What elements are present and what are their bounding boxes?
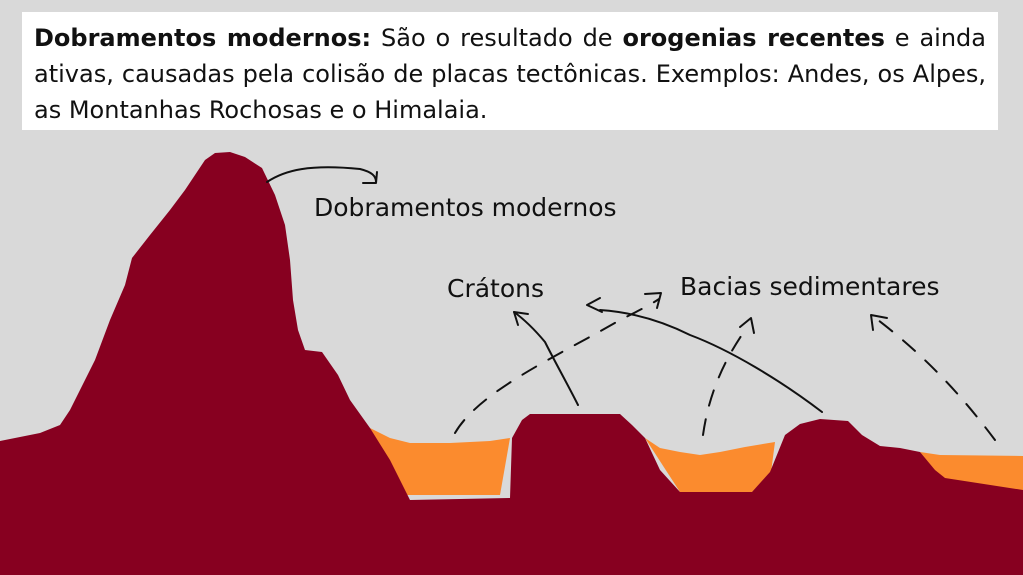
arrow-basin-middle [702, 325, 749, 436]
definition-text-2: e ainda ativas, causadas pela colisão de… [34, 24, 987, 124]
arrow-craton-right-head [586, 297, 603, 313]
definition-emphasis: orogenias recentes [622, 24, 885, 52]
arrow-craton-left [513, 311, 579, 406]
label-modern-folds: Dobramentos modernos [314, 193, 617, 222]
definition-box: Dobramentos modernos: São o resultado de… [22, 12, 998, 130]
terrain-profile [0, 152, 1023, 575]
definition-term: Dobramentos modernos: [34, 24, 372, 52]
sedimentary-basin-middle [645, 438, 775, 492]
arrow-modern-folds [266, 166, 377, 183]
arrow-basin-right [877, 319, 996, 441]
arrow-basin-left [454, 298, 660, 434]
arrow-modern-folds-head [362, 171, 378, 184]
arrow-craton-left-head [513, 311, 529, 326]
arrow-basin-left-head [644, 292, 662, 309]
arrow-basin-middle-head [739, 317, 755, 334]
arrow-basin-right-head [870, 314, 888, 331]
label-cratons: Crátons [447, 274, 545, 303]
label-sedimentary-basins: Bacias sedimentares [680, 272, 940, 301]
sedimentary-basin-left [370, 428, 510, 495]
definition-text-1: São o resultado de [371, 24, 623, 52]
